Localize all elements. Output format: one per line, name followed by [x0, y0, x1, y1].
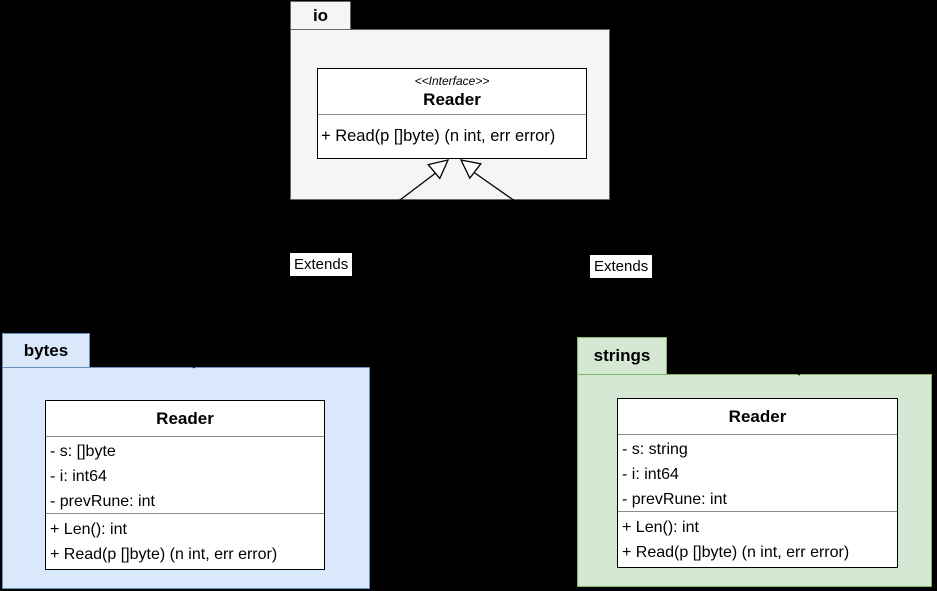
class-strings-reader-header: Reader — [618, 399, 897, 435]
member-row: - s: string — [622, 441, 688, 458]
member-row: - s: []byte — [50, 443, 116, 460]
package-label-bytes: bytes — [23, 340, 69, 360]
member-row: + Len(): int — [50, 521, 127, 538]
member-row: - i: int64 — [50, 468, 107, 485]
member-row: + Read(p []byte) (n int, err error) — [622, 544, 850, 561]
package-tab-strings: strings — [577, 337, 667, 375]
edge-label-extends-right: Extends — [590, 255, 653, 278]
class-strings-reader-name: Reader — [728, 407, 787, 426]
package-label-strings: strings — [593, 346, 651, 365]
package-tab-bytes: bytes — [2, 333, 90, 368]
class-bytes-reader-name: Reader — [156, 409, 214, 428]
member-row: - prevRune: int — [622, 491, 727, 508]
class-bytes-reader: Reader - s: []byte - i: int64 - prevRune: … — [45, 400, 325, 570]
class-strings-reader-methods: + Len(): int + Read(p []byte) (n int, err… — [618, 512, 897, 567]
class-bytes-reader-methods: + Len(): int + Read(p []byte) (n int, err… — [46, 514, 324, 569]
class-bytes-reader-attributes: - s: []byte - i: int64 - prevRune: int — [46, 437, 324, 514]
member-row: + Read(p []byte) (n int, err error) — [50, 546, 278, 563]
class-io-reader: <<Interface>> Reader + Read(p []byte) (n… — [317, 68, 587, 159]
package-tab-io: io — [290, 1, 351, 30]
class-io-reader-name: Reader — [423, 89, 481, 109]
member-row: + Len(): int — [622, 519, 699, 536]
member-row: - i: int64 — [622, 466, 679, 483]
class-io-reader-stereotype: <<Interface>> — [414, 73, 490, 88]
edge-label-extends-left: Extends — [290, 253, 353, 276]
class-io-reader-methods: + Read(p []byte) (n int, err error) — [318, 115, 586, 158]
class-strings-reader-attributes: - s: string - i: int64 - prevRune: int — [618, 435, 897, 512]
class-strings-reader: Reader - s: string - i: int64 - prevRune: … — [617, 398, 898, 568]
class-bytes-reader-header: Reader — [46, 401, 324, 437]
package-label-io: io — [312, 5, 329, 25]
member-row: - prevRune: int — [50, 493, 155, 510]
member-row: + Read(p []byte) (n int, err error) — [321, 127, 556, 145]
class-io-reader-header: <<Interface>> Reader — [318, 69, 586, 115]
